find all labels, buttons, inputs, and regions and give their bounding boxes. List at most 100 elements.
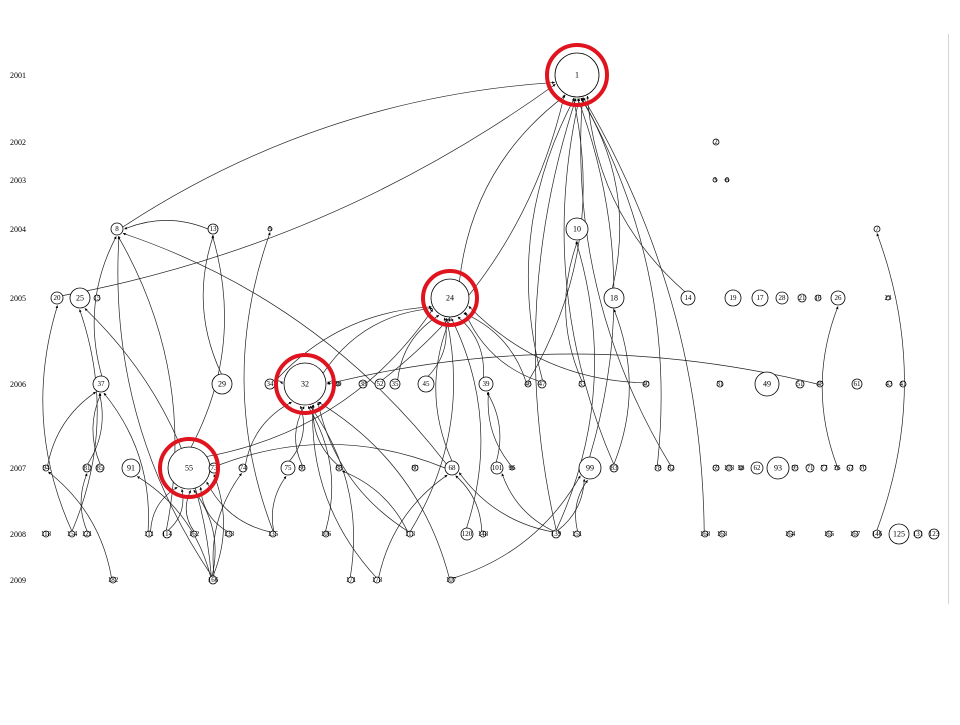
node-103[interactable]: 103 <box>724 464 735 472</box>
node-48[interactable]: 48 <box>817 380 825 388</box>
node-69[interactable]: 69 <box>713 464 721 472</box>
node-81[interactable]: 81 <box>82 463 92 473</box>
node-106[interactable]: 106 <box>321 530 332 538</box>
node-74[interactable]: 74 <box>238 463 248 473</box>
node-45[interactable]: 45 <box>417 375 435 393</box>
node-148[interactable]: 148 <box>478 530 489 538</box>
node-88[interactable]: 88 <box>336 464 344 472</box>
node-135[interactable]: 135 <box>268 530 279 538</box>
node-38[interactable]: 38 <box>358 379 368 389</box>
node-14[interactable]: 14 <box>680 290 696 306</box>
node-6[interactable]: 6 <box>724 176 730 184</box>
node-114[interactable]: 114 <box>162 529 173 539</box>
node-51[interactable]: 51 <box>795 379 805 389</box>
node-96[interactable]: 96 <box>509 464 517 472</box>
node-32[interactable]: 32 <box>283 362 327 406</box>
node-52[interactable]: 52 <box>374 378 386 390</box>
node-139[interactable]: 139 <box>551 529 562 539</box>
node-35[interactable]: 35 <box>389 378 401 390</box>
node-101[interactable]: 101 <box>490 461 504 475</box>
node-label: 1 <box>575 71 579 80</box>
node-171[interactable]: 171 <box>346 576 357 584</box>
node-24[interactable]: 24 <box>430 278 470 318</box>
node-18[interactable]: 18 <box>603 287 625 309</box>
node-37[interactable]: 37 <box>92 375 110 393</box>
node-67[interactable]: 67 <box>847 464 855 472</box>
node-107[interactable]: 107 <box>446 576 457 584</box>
node-168[interactable]: 168 <box>700 530 711 538</box>
node-10[interactable]: 10 <box>565 217 589 241</box>
node-99[interactable]: 99 <box>578 456 602 480</box>
node-2[interactable]: 2 <box>712 138 720 146</box>
node-15[interactable]: 15 <box>94 294 102 302</box>
node-131[interactable]: 131 <box>913 529 924 539</box>
node-165[interactable]: 165 <box>824 530 835 538</box>
node-62[interactable]: 62 <box>750 461 764 475</box>
node-21[interactable]: 21 <box>797 293 807 303</box>
node-151[interactable]: 151 <box>572 530 583 538</box>
node-166[interactable]: 166 <box>208 575 219 585</box>
node-40[interactable]: 40 <box>643 380 651 388</box>
node-46[interactable]: 46 <box>525 380 533 388</box>
node-58[interactable]: 58 <box>738 464 746 472</box>
node-5[interactable]: 5 <box>267 225 273 233</box>
node-circle <box>851 530 859 538</box>
node-47[interactable]: 47 <box>537 379 547 389</box>
node-77[interactable]: 77 <box>821 464 829 472</box>
node-133[interactable]: 133 <box>224 530 235 538</box>
node-13[interactable]: 13 <box>207 223 219 235</box>
node-123[interactable]: 123 <box>928 528 940 540</box>
node-120[interactable]: 120 <box>460 527 474 541</box>
node-55[interactable]: 55 <box>167 446 211 490</box>
node-178[interactable]: 178 <box>372 576 383 584</box>
node-17[interactable]: 17 <box>751 289 769 307</box>
node-164[interactable]: 164 <box>785 530 796 538</box>
node-29[interactable]: 29 <box>211 373 233 395</box>
node-43[interactable]: 43 <box>886 380 894 388</box>
node-86[interactable]: 86 <box>299 464 307 472</box>
node-162[interactable]: 162 <box>189 530 200 538</box>
node-3[interactable]: 3 <box>712 176 718 184</box>
node-34[interactable]: 34 <box>264 378 276 390</box>
node-68[interactable]: 68 <box>444 460 460 476</box>
node-25[interactable]: 25 <box>69 287 91 309</box>
node-16[interactable]: 16 <box>815 294 823 302</box>
node-61[interactable]: 61 <box>851 378 863 390</box>
node-85[interactable]: 85 <box>95 463 105 473</box>
node-111[interactable]: 111 <box>144 530 154 538</box>
node-23[interactable]: 23 <box>885 294 893 302</box>
node-31[interactable]: 31 <box>717 380 725 388</box>
node-80[interactable]: 80 <box>412 464 420 472</box>
node-76[interactable]: 76 <box>834 464 842 472</box>
node-20[interactable]: 20 <box>50 291 64 305</box>
node-95[interactable]: 95 <box>792 464 800 472</box>
node-154[interactable]: 154 <box>67 530 78 538</box>
node-91[interactable]: 91 <box>121 458 141 478</box>
node-49[interactable]: 49 <box>754 371 780 397</box>
node-182[interactable]: 182 <box>108 576 119 584</box>
node-82[interactable]: 82 <box>668 464 676 472</box>
node-75[interactable]: 75 <box>280 460 296 476</box>
node-41[interactable]: 41 <box>900 380 908 388</box>
node-113[interactable]: 113 <box>405 530 416 538</box>
node-121[interactable]: 121 <box>82 530 93 538</box>
node-78[interactable]: 78 <box>655 464 663 472</box>
node-163[interactable]: 163 <box>717 530 728 538</box>
node-19[interactable]: 19 <box>724 289 742 307</box>
node-1[interactable]: 1 <box>554 52 600 98</box>
node-118[interactable]: 118 <box>41 530 52 538</box>
node-26[interactable]: 26 <box>830 290 846 306</box>
node-83[interactable]: 83 <box>609 463 619 473</box>
node-7[interactable]: 7 <box>873 225 881 233</box>
node-125[interactable]: 125 <box>888 523 910 545</box>
node-39[interactable]: 39 <box>478 376 494 392</box>
node-28[interactable]: 28 <box>775 291 789 305</box>
node-167[interactable]: 167 <box>850 530 861 538</box>
node-70[interactable]: 70 <box>860 464 868 472</box>
node-8[interactable]: 8 <box>110 222 124 236</box>
node-146[interactable]: 146 <box>872 529 883 539</box>
node-93[interactable]: 93 <box>766 456 790 480</box>
node-33[interactable]: 33 <box>579 380 587 388</box>
node-94[interactable]: 94 <box>43 464 51 472</box>
node-71[interactable]: 71 <box>805 463 815 473</box>
